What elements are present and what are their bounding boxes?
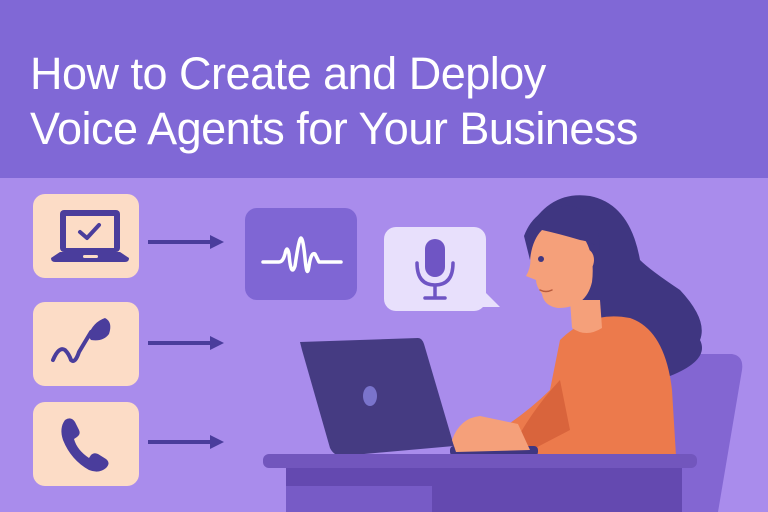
face [526, 225, 593, 308]
microphone-icon [415, 239, 455, 300]
hand [452, 416, 530, 452]
chair [665, 354, 743, 512]
woman-at-laptop-illustration [263, 195, 743, 512]
laptop [300, 338, 454, 456]
signature-pen-icon [51, 318, 111, 363]
desk-top [263, 454, 697, 468]
laptop-logo [363, 386, 377, 406]
title-line-1: How to Create and Deploy [30, 48, 546, 99]
laptop-check-icon [51, 210, 129, 262]
eye [538, 256, 544, 262]
phone-tile [33, 402, 139, 486]
title-header: How to Create and Deploy Voice Agents fo… [0, 0, 768, 178]
phone-icon [61, 418, 109, 472]
ear [578, 249, 594, 271]
laptop-check-tile [33, 194, 139, 278]
sound-wave-card [245, 208, 357, 300]
title-line-2: Voice Agents for Your Business [30, 103, 638, 154]
signature-tile [33, 302, 139, 386]
microphone-speech-bubble [384, 227, 500, 311]
arrow-right-icon [148, 435, 224, 449]
arrow-right-icon [148, 336, 224, 350]
page-title: How to Create and Deploy Voice Agents fo… [30, 46, 638, 156]
arrow-right-icon [148, 235, 224, 249]
sound-wave-icon [261, 236, 343, 274]
